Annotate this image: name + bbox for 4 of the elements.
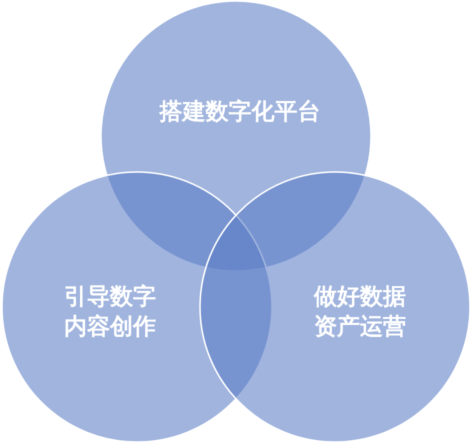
circle-label: 做好数据资产运营 — [312, 283, 407, 342]
circle-label: 引导数字内容创作 — [63, 283, 157, 342]
venn-circle — [199, 171, 471, 443]
circle-label: 搭建数字化平台 — [158, 98, 322, 127]
